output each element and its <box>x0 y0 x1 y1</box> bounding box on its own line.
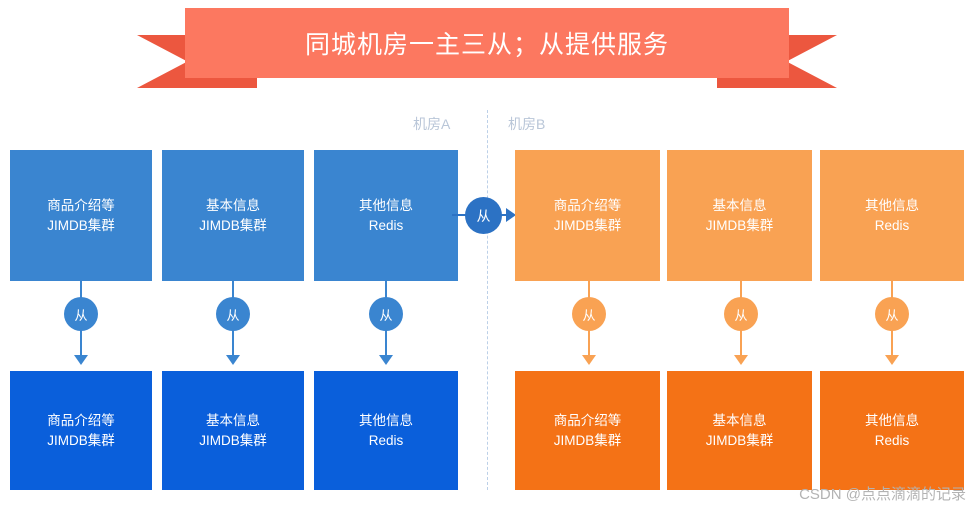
node-label-line2: JIMDB集群 <box>553 217 622 233</box>
node-a-top-3[interactable]: 其他信息 Redis <box>314 150 458 281</box>
node-a-top-2[interactable]: 基本信息 JIMDB集群 <box>162 150 304 281</box>
node-label-line1: 商品介绍等 <box>553 197 622 213</box>
arrowhead-down-icon <box>582 355 596 365</box>
node-label-line1: 基本信息 <box>206 412 260 428</box>
node-label-line2: Redis <box>874 432 910 448</box>
node-label-line1: 基本信息 <box>712 412 767 428</box>
diagram-title: 同城机房一主三从；从提供服务 <box>304 31 669 59</box>
node-a-bottom-1[interactable]: 商品介绍等 JIMDB集群 <box>10 371 152 490</box>
node-label-line1: 其他信息 <box>865 412 919 428</box>
connector-badge: 从 <box>724 297 758 331</box>
node-label-line1: 商品介绍等 <box>47 412 115 428</box>
node-label-line2: Redis <box>368 432 404 448</box>
connector-badge: 从 <box>465 197 502 234</box>
connector-badge: 从 <box>216 297 250 331</box>
node-label-line1: 基本信息 <box>206 197 260 213</box>
node-label-line1: 商品介绍等 <box>47 197 115 213</box>
room-label-a: 机房A <box>413 116 451 132</box>
connector-b-3: 从 <box>869 281 915 371</box>
node-label-line2: Redis <box>874 217 910 233</box>
connector-badge: 从 <box>64 297 98 331</box>
connector-b-2: 从 <box>718 281 764 371</box>
node-a-top-1[interactable]: 商品介绍等 JIMDB集群 <box>10 150 152 281</box>
node-b-top-1[interactable]: 商品介绍等 JIMDB集群 <box>515 150 660 281</box>
arrowhead-down-icon <box>734 355 748 365</box>
connector-cross-room: 从 <box>452 197 518 235</box>
connector-badge: 从 <box>875 297 909 331</box>
connector-a-2: 从 <box>210 281 256 371</box>
watermark: CSDN @点点滴滴的记录 <box>799 486 966 503</box>
ribbon-body: 同城机房一主三从；从提供服务 <box>185 8 789 78</box>
node-label-line2: JIMDB集群 <box>199 217 267 233</box>
node-label-line1: 其他信息 <box>359 197 413 213</box>
node-label-line1: 其他信息 <box>359 412 413 428</box>
connector-b-1: 从 <box>566 281 612 371</box>
node-b-bottom-3[interactable]: 其他信息 Redis <box>820 371 964 490</box>
node-a-bottom-2[interactable]: 基本信息 JIMDB集群 <box>162 371 304 490</box>
node-label-line1: 其他信息 <box>865 197 919 213</box>
node-label-line2: JIMDB集群 <box>47 432 115 448</box>
arrowhead-down-icon <box>226 355 240 365</box>
title-ribbon: 同城机房一主三从；从提供服务 <box>137 8 837 92</box>
connector-badge: 从 <box>369 297 403 331</box>
node-label-line1: 商品介绍等 <box>553 412 622 428</box>
node-b-top-2[interactable]: 基本信息 JIMDB集群 <box>667 150 812 281</box>
arrowhead-down-icon <box>885 355 899 365</box>
arrowhead-down-icon <box>74 355 88 365</box>
node-label-line2: JIMDB集群 <box>705 432 774 448</box>
node-b-top-3[interactable]: 其他信息 Redis <box>820 150 964 281</box>
node-label-line2: Redis <box>368 217 404 233</box>
node-label-line2: JIMDB集群 <box>705 217 774 233</box>
arrowhead-down-icon <box>379 355 393 365</box>
connector-a-3: 从 <box>363 281 409 371</box>
room-label-b: 机房B <box>508 116 546 132</box>
node-a-bottom-3[interactable]: 其他信息 Redis <box>314 371 458 490</box>
connector-badge: 从 <box>572 297 606 331</box>
node-label-line1: 基本信息 <box>712 197 767 213</box>
room-divider <box>487 110 488 490</box>
node-b-bottom-1[interactable]: 商品介绍等 JIMDB集群 <box>515 371 660 490</box>
connector-a-1: 从 <box>58 281 104 371</box>
node-label-line2: JIMDB集群 <box>553 432 622 448</box>
node-b-bottom-2[interactable]: 基本信息 JIMDB集群 <box>667 371 812 490</box>
arrowhead-right-icon <box>506 208 516 222</box>
node-label-line2: JIMDB集群 <box>199 432 267 448</box>
node-label-line2: JIMDB集群 <box>47 217 115 233</box>
